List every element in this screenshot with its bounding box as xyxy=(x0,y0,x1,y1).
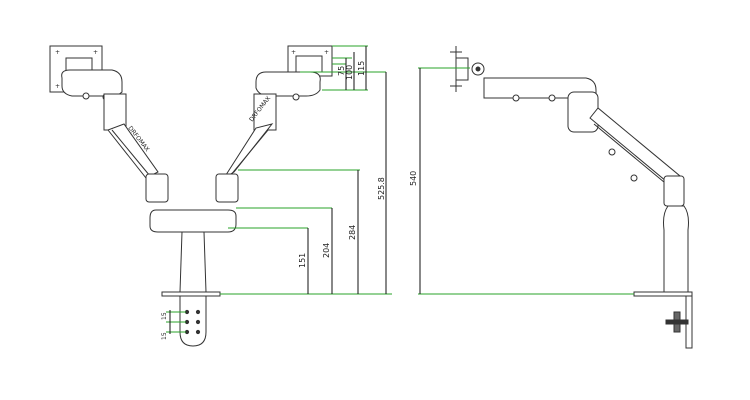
front-dimension-arrows xyxy=(169,46,387,334)
front-clamp-stem xyxy=(179,295,207,347)
central-crossbar xyxy=(149,209,237,233)
svg-text:+: + xyxy=(55,83,60,90)
svg-text:+: + xyxy=(55,49,60,56)
dim-204: 204 xyxy=(322,243,331,258)
svg-text:+: + xyxy=(93,49,98,56)
dim-540: 540 xyxy=(409,171,418,186)
side-lower-joint xyxy=(663,175,685,207)
dim-100: 100 xyxy=(345,65,354,80)
left-top-link xyxy=(61,69,123,97)
front-desk-plate xyxy=(161,291,221,297)
right-elbow-block xyxy=(215,173,239,203)
dim-15-a: 15 xyxy=(161,312,168,320)
side-upper-joint xyxy=(567,91,599,133)
side-gas-arm xyxy=(589,107,681,187)
side-monitor-bracket xyxy=(450,46,485,92)
svg-text:+: + xyxy=(291,49,296,56)
side-desk-plate xyxy=(633,291,693,297)
right-gas-arm: DRFOMAX xyxy=(223,93,277,179)
dim-284: 284 xyxy=(348,225,357,240)
dim-75: 75 xyxy=(337,66,346,76)
left-gas-arm: DRFOMAX xyxy=(103,93,159,179)
front-view: + + + + + + DRFOMAX xyxy=(49,45,333,347)
side-view xyxy=(450,46,693,349)
right-vesa-plate: + + xyxy=(287,45,333,77)
svg-text:+: + xyxy=(324,49,329,56)
dim-15-b: 15 xyxy=(161,332,168,340)
dim-525-8: 525.8 xyxy=(377,177,386,200)
right-top-link xyxy=(255,71,321,97)
side-column xyxy=(663,205,689,293)
front-dimensions xyxy=(166,45,392,333)
dim-115: 115 xyxy=(357,61,366,76)
left-elbow-block xyxy=(145,173,169,203)
dim-151: 151 xyxy=(298,253,307,268)
side-clamp xyxy=(685,295,693,349)
front-pole xyxy=(179,231,207,293)
side-dimensions xyxy=(418,67,634,295)
